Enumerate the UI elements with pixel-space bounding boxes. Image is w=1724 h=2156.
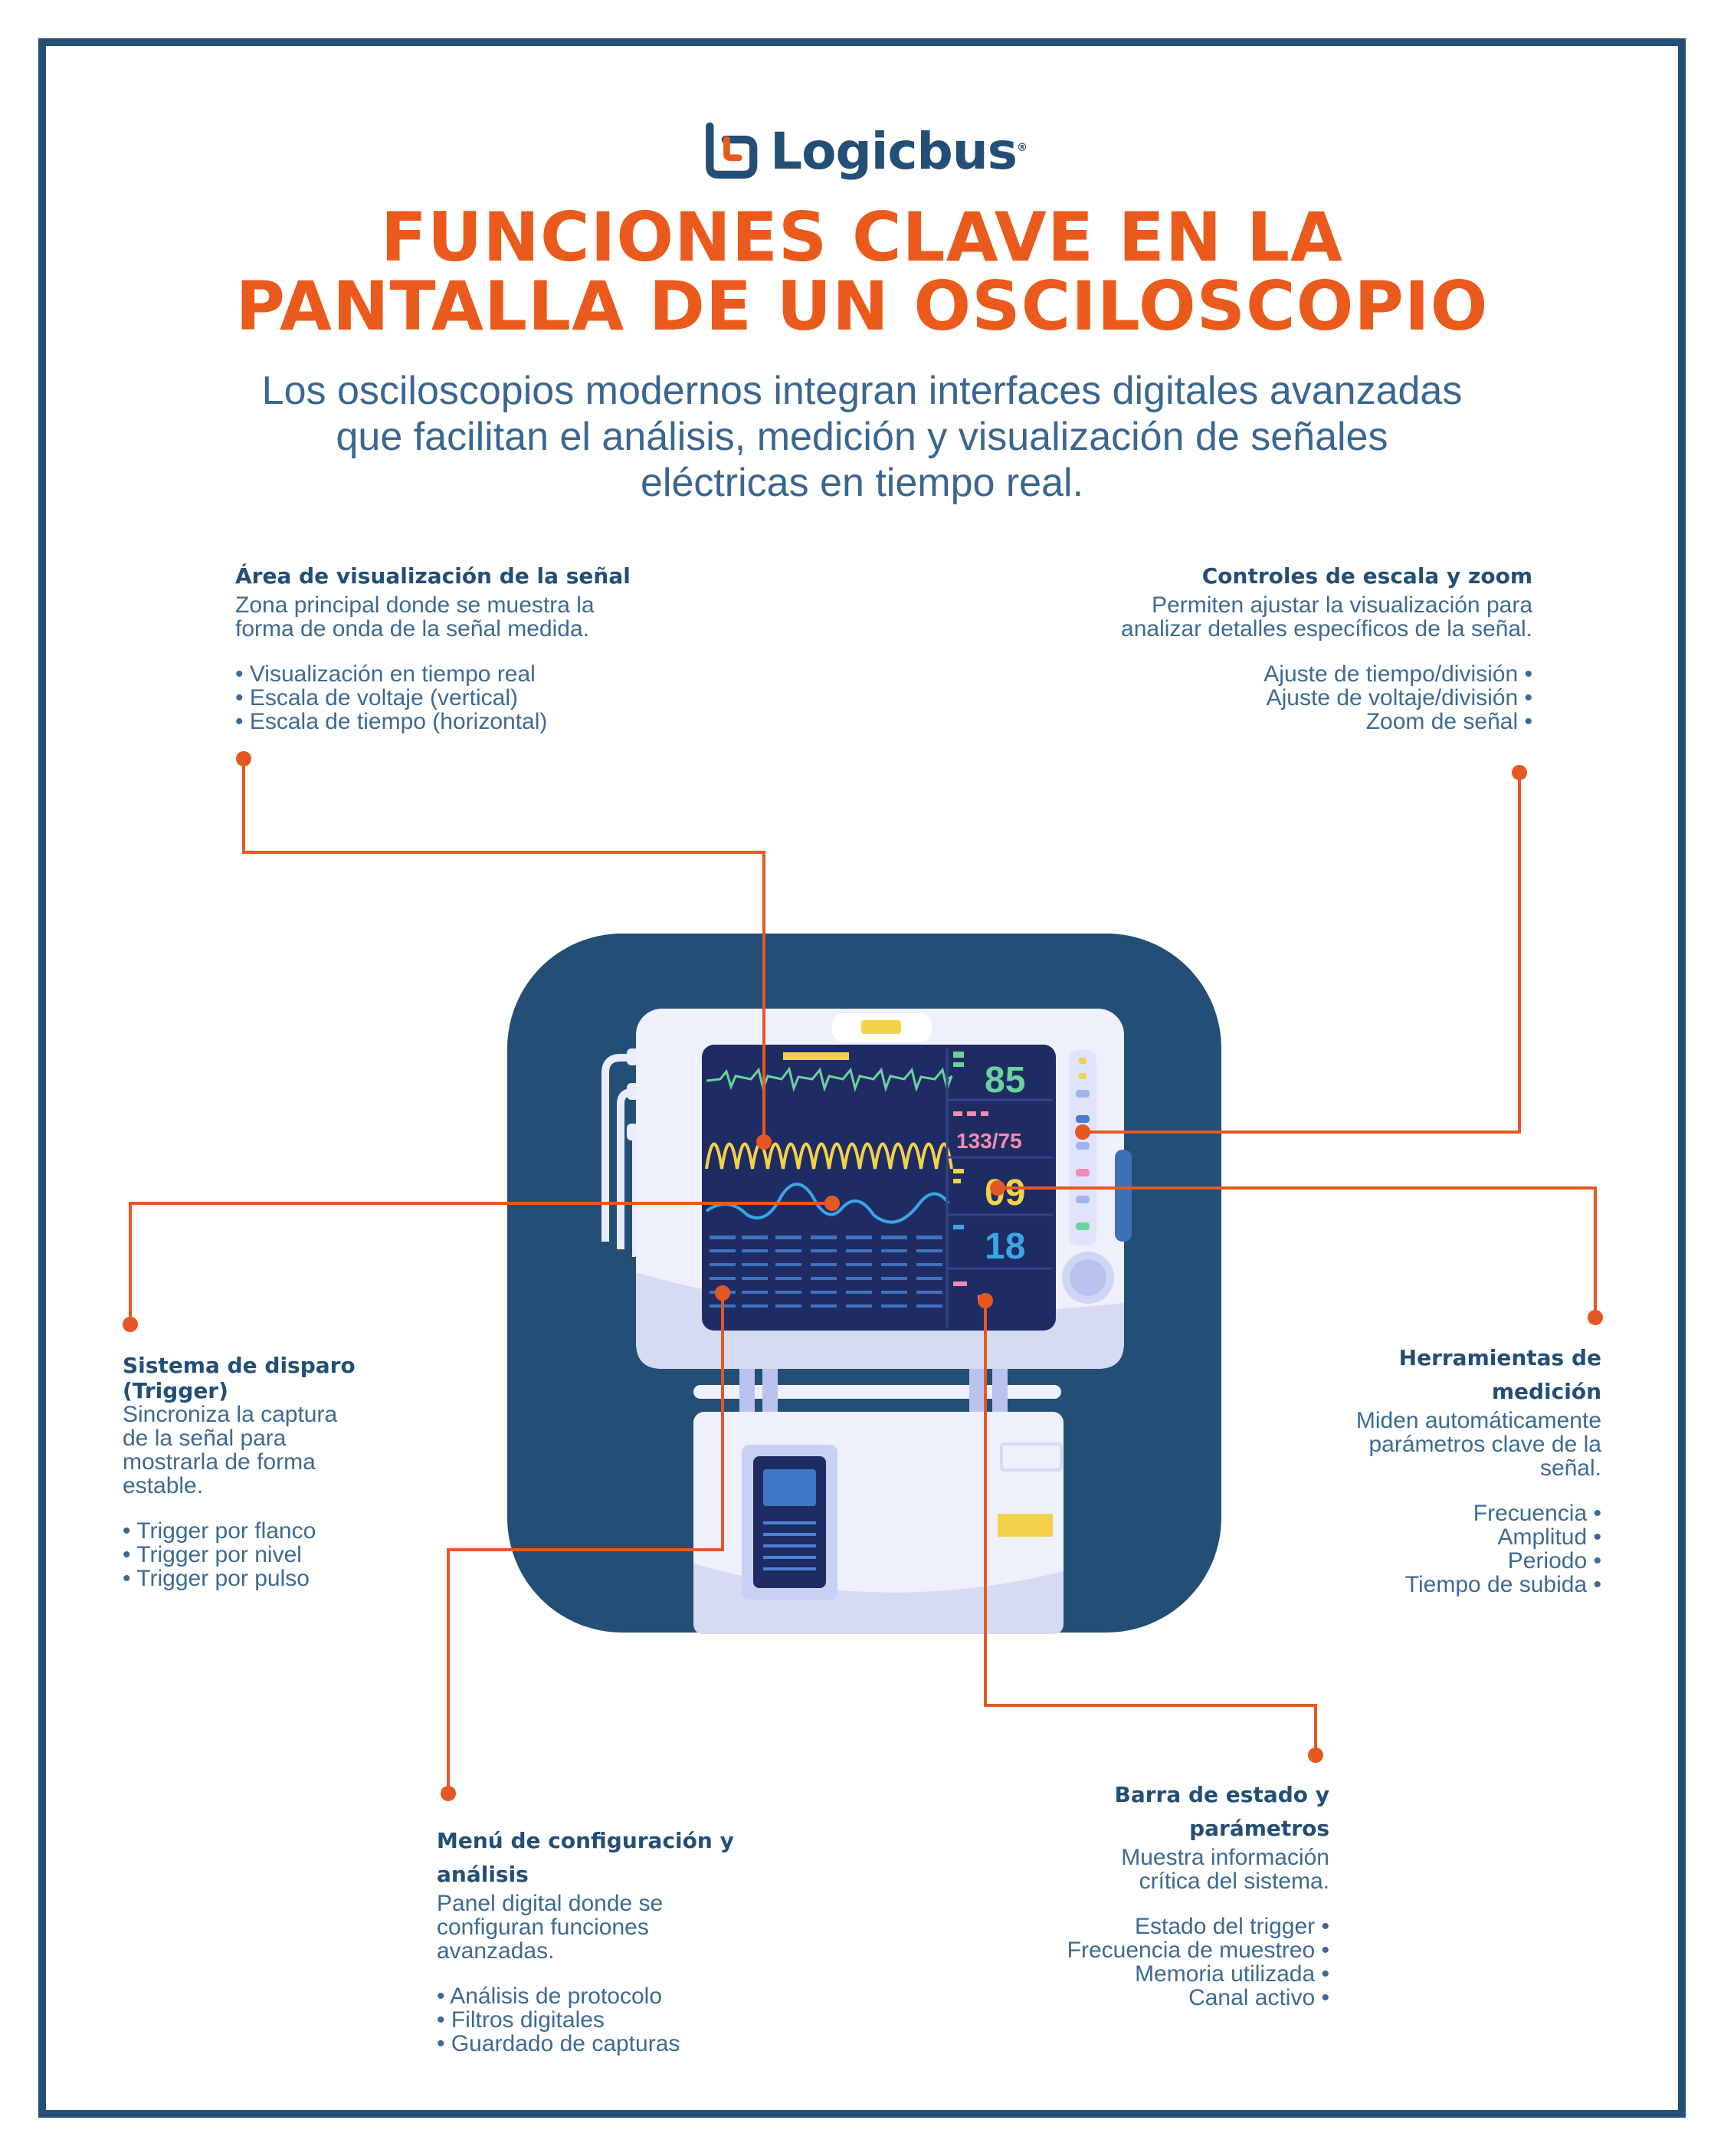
list-item: Periodo: [1241, 1549, 1601, 1573]
trigger-callout: Sistema de disparo (Trigger) Sincroniza …: [123, 1349, 444, 1590]
waveform-green: [706, 1066, 953, 1093]
config-menu-desc-3: avanzadas.: [437, 1938, 555, 1964]
scale-controls-desc-2: analizar detalles específicos de la seña…: [1121, 616, 1532, 642]
monitor-readout-4: 18: [985, 1226, 1025, 1267]
list-item: Escala de tiempo (horizontal): [235, 710, 695, 733]
monitor-readout-2: 133/75: [956, 1129, 1022, 1153]
list-item: Frecuencia: [1241, 1501, 1601, 1525]
scale-controls-title: Controles de escala y zoom: [1201, 563, 1532, 589]
trigger-desc-2: de la señal para: [123, 1426, 287, 1451]
list-item: Canal activo: [981, 1986, 1329, 2010]
measurement-title-1: Herramientas de: [1398, 1345, 1601, 1370]
signal-area-callout: Área de visualización de la señal Zona p…: [235, 560, 695, 733]
list-item: Frecuencia de muestreo: [981, 1938, 1329, 1962]
list-item: Filtros digitales: [437, 2008, 866, 2032]
subtitle-line-3: eléctricas en tiempo real.: [640, 461, 1084, 505]
list-item: Trigger por pulso: [123, 1567, 444, 1590]
waveform-blue: [705, 1183, 950, 1224]
title-line-1: FUNCIONES CLAVE EN LA: [380, 198, 1344, 277]
list-item: Visualización en tiempo real: [235, 662, 695, 686]
list-item: Amplitud: [1241, 1525, 1601, 1549]
config-menu-title-2: análisis: [437, 1862, 529, 1887]
status-bar-desc-2: crítica del sistema.: [1139, 1869, 1329, 1894]
measurement-desc-1: Miden automáticamente: [1355, 1408, 1601, 1433]
title-line-2: PANTALLA DE UN OSCILOSCOPIO: [235, 267, 1489, 346]
scale-controls-callout: Controles de escala y zoom Permiten ajus…: [996, 560, 1532, 733]
status-bar-desc-1: Muestra información: [1121, 1845, 1329, 1870]
page-subtitle: Los osciloscopios modernos integran inte…: [115, 368, 1609, 506]
connector-lines: [129, 759, 1597, 1793]
trigger-title-2: (Trigger): [123, 1378, 228, 1403]
list-item: Ajuste de voltaje/división: [996, 686, 1532, 710]
status-bar-title-2: parámetros: [1189, 1816, 1329, 1841]
list-item: Guardado de capturas: [437, 2032, 866, 2056]
logo-wordmark: Logicbus®: [770, 122, 1028, 181]
measurement-desc-3: señal.: [1539, 1455, 1601, 1481]
config-menu-grid: [710, 1236, 942, 1308]
list-item: Trigger por nivel: [123, 1543, 444, 1567]
logicbus-logo-icon: [706, 122, 758, 179]
scale-control-buttons: [1069, 1050, 1096, 1245]
trigger-desc-4: estable.: [123, 1473, 204, 1498]
list-item: Ajuste de tiempo/división: [996, 662, 1532, 686]
list-item: Memoria utilizada: [981, 1962, 1329, 1986]
subtitle-line-1: Los osciloscopios modernos integran inte…: [261, 369, 1463, 413]
trigger-title-1: Sistema de disparo: [123, 1353, 356, 1378]
monitor-readout-3: 09: [985, 1173, 1025, 1213]
signal-area-desc-1: Zona principal donde se muestra la: [235, 592, 595, 618]
page-frame: [38, 38, 1686, 2118]
list-item: Trigger por flanco: [123, 1519, 444, 1543]
list-item: Tiempo de subida: [1241, 1573, 1601, 1596]
list-item: Estado del trigger: [981, 1915, 1329, 1938]
list-item: Análisis de protocolo: [437, 1984, 866, 2008]
measurement-title-2: medición: [1491, 1379, 1601, 1404]
status-bar-callout: Barra de estado y parámetros Muestra inf…: [981, 1778, 1329, 2010]
monitor-screen: [702, 1045, 1056, 1331]
measurement-callout: Herramientas de medición Miden automátic…: [1241, 1341, 1601, 1596]
page-title: FUNCIONES CLAVE EN LA PANTALLA DE UN OSC…: [77, 203, 1647, 341]
list-item: Escala de voltaje (vertical): [235, 686, 695, 710]
signal-area-title: Área de visualización de la señal: [235, 563, 631, 589]
signal-area-desc-2: forma de onda de la señal medida.: [235, 616, 589, 642]
connector-dots: [123, 751, 1603, 1801]
config-menu-callout: Menú de configuración y análisis Panel d…: [437, 1824, 866, 2056]
logicbus-logo: Logicbus®: [705, 115, 1028, 188]
status-bar-title-1: Barra de estado y: [1114, 1782, 1330, 1807]
trigger-desc-3: mostrarla de forma: [123, 1449, 316, 1475]
trigger-desc-1: Sincroniza la captura: [123, 1402, 338, 1427]
subtitle-line-2: que facilitan el análisis, medición y vi…: [336, 415, 1388, 459]
waveform-yellow: [705, 1142, 953, 1170]
config-menu-desc-2: configuran funciones: [437, 1915, 649, 1940]
config-menu-title-1: Menú de configuración y: [437, 1828, 734, 1853]
list-item: Zoom de señal: [996, 710, 1532, 733]
monitor-readout-1: 85: [985, 1060, 1025, 1101]
measurement-desc-2: parámetros clave de la: [1368, 1432, 1602, 1457]
config-menu-desc-1: Panel digital donde se: [437, 1891, 664, 1916]
scale-controls-desc-1: Permiten ajustar la visualización para: [1152, 592, 1532, 618]
